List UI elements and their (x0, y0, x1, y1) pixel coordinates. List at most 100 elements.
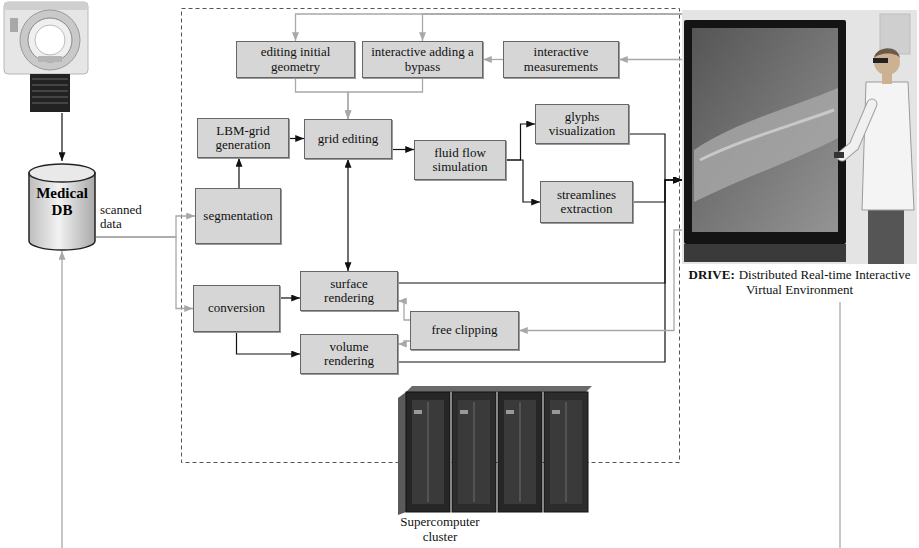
display-wall-picture (874, 48, 900, 58)
box-label: interactive measurements (504, 45, 618, 74)
process-box: conversion (193, 285, 280, 332)
ct-scanner-picture (20, 10, 80, 70)
supercomputer-picture (428, 402, 429, 502)
flow-arrow (398, 341, 410, 344)
flow-arrow (348, 78, 423, 119)
box-label: interactive adding a bypass (363, 45, 482, 74)
supercomputer-picture (498, 392, 542, 512)
flow-arrow (506, 160, 540, 202)
process-box: free clipping (410, 311, 519, 350)
supercomputer-picture (406, 386, 592, 392)
supercomputer-picture (552, 410, 560, 414)
flow-arrow (62, 251, 840, 548)
caption-text: DRIVE: (689, 267, 735, 282)
flow-arrow (238, 158, 239, 188)
display-wall-picture (684, 20, 846, 244)
process-box: interactive measurements (503, 41, 619, 78)
supercomputer-picture (520, 402, 521, 502)
ct-scanner-picture (28, 18, 72, 62)
ct-scanner-picture (10, 18, 18, 32)
box-label: editing initial geometry (237, 45, 354, 74)
supercomputer-picture (414, 410, 422, 414)
process-box: volume rendering (300, 334, 398, 374)
box-label: glyphs visualization (536, 110, 628, 139)
cylinder-top (29, 164, 95, 182)
supercomputer-picture (452, 392, 496, 512)
flow-arrow (96, 237, 193, 309)
display-wall-picture (868, 205, 904, 264)
database-cylinder: Medical DB (28, 163, 96, 251)
process-box: grid editing (304, 119, 392, 159)
box-label: LBM-grid generation (198, 124, 288, 153)
ct-scanner-picture (4, 2, 88, 74)
flow-arrow (398, 301, 410, 320)
box-label: fluid flow simulation (415, 146, 505, 175)
caption-text: Distributed Real-time Interactive Virtua… (739, 267, 911, 297)
flow-arrow (506, 124, 535, 160)
display-wall-picture (834, 152, 844, 158)
display-wall-picture (842, 104, 872, 156)
box-label: streamlines extraction (541, 188, 632, 217)
process-box: streamlines extraction (540, 181, 633, 223)
display-wall-picture (880, 14, 910, 54)
flow-arrow (398, 180, 682, 362)
process-box: surface rendering (300, 271, 398, 311)
display-wall: DRIVE: Distributed Real-time Interactive … (682, 10, 917, 302)
supercomputer-picture (550, 400, 582, 504)
ct-scanner-picture (38, 56, 62, 62)
ct-scanner-picture (32, 91, 68, 92)
display-wall-picture (873, 58, 888, 63)
flow-arrow (519, 230, 682, 331)
box-label: grid editing (315, 132, 381, 146)
flow-arrow (483, 59, 503, 60)
supercomputer-picture (506, 410, 514, 414)
display-caption: DRIVE: Distributed Real-time Interactive … (682, 268, 917, 302)
flow-arrow (619, 59, 682, 60)
flow-arrow (280, 297, 300, 298)
process-box: glyphs visualization (535, 104, 629, 144)
flow-arrow (237, 332, 301, 354)
display-wall-picture (694, 88, 838, 202)
ct-scanner-picture (61, 113, 62, 161)
flow-arrow (629, 134, 682, 180)
flow-note: scanned data (100, 203, 156, 232)
box-label: volume rendering (301, 340, 397, 369)
flow-arrow (423, 14, 683, 41)
flow-arrow (398, 180, 682, 283)
display-wall-picture (842, 104, 872, 156)
display-wall-picture (684, 244, 846, 262)
supercomputer-picture (474, 402, 475, 502)
ct-scanner-picture (32, 85, 68, 86)
supercomputer-picture (544, 392, 588, 512)
supercomputer-picture (412, 400, 444, 504)
ct-scanner-picture (32, 103, 68, 104)
process-box: segmentation (195, 188, 281, 244)
process-box: LBM-grid generation (197, 118, 289, 158)
ct-scanner-picture (32, 79, 68, 80)
supercomputer-picture (398, 392, 406, 515)
flow-arrow (289, 138, 304, 139)
box-label: surface rendering (301, 277, 397, 306)
box-label: free clipping (428, 323, 500, 337)
database-label: Medical DB (28, 163, 96, 220)
supercomputer-picture (566, 402, 567, 502)
supercomputer-picture (458, 400, 490, 504)
display-wall-picture (682, 10, 917, 264)
flow-arrow (392, 149, 414, 150)
flow-arrow (296, 14, 683, 41)
display-wall-picture (682, 10, 917, 264)
ct-scanner-picture (35, 25, 65, 55)
supercomputer-picture (406, 392, 450, 512)
ct-scanner-picture (30, 74, 70, 112)
supercomputer-picture (504, 400, 536, 504)
process-box: fluid flow simulation (414, 140, 506, 180)
flow-arrow (296, 78, 349, 119)
process-box: interactive adding a bypass (362, 41, 483, 78)
ct-scanner-picture (32, 97, 68, 98)
flow-arrow (633, 180, 682, 202)
box-label: segmentation (200, 209, 275, 223)
flow-arrow (347, 159, 348, 271)
display-wall-picture (692, 28, 838, 232)
display-wall-picture (874, 49, 900, 75)
display-wall-picture (700, 110, 834, 160)
